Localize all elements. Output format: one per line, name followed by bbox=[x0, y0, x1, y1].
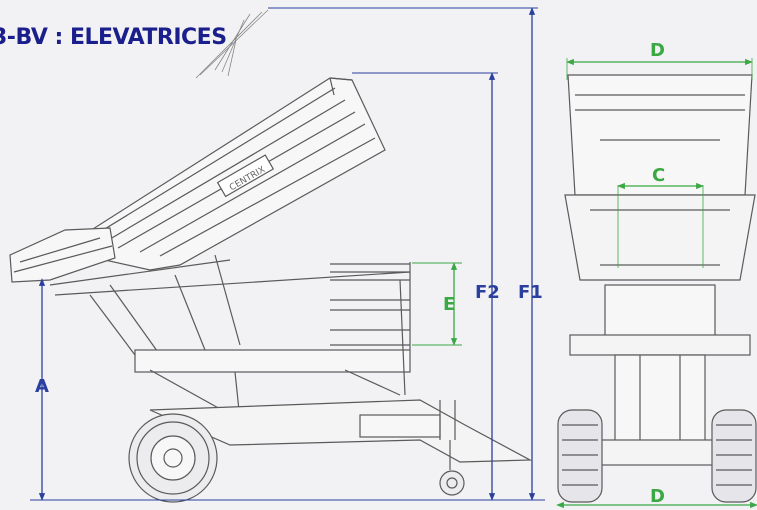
raised-hopper-ghost bbox=[195, 9, 269, 79]
label-a: A bbox=[35, 376, 49, 397]
front-wheel-right bbox=[711, 409, 757, 503]
front-view bbox=[557, 74, 757, 503]
side-wheel bbox=[128, 413, 218, 503]
front-wheel-left bbox=[557, 409, 603, 503]
dimension-d-bottom: D bbox=[556, 486, 757, 509]
label-c: C bbox=[652, 165, 665, 186]
chassis bbox=[149, 399, 533, 470]
dimension-f1: F1 bbox=[268, 7, 543, 501]
label-d-bottom: D bbox=[650, 486, 665, 507]
dimension-c: C bbox=[617, 165, 704, 268]
front-chute bbox=[9, 227, 116, 283]
rear-platform bbox=[330, 262, 411, 350]
dimension-f2: F2 bbox=[352, 72, 500, 501]
label-f2: F2 bbox=[475, 282, 500, 303]
label-e: E bbox=[443, 294, 455, 315]
front-hopper bbox=[564, 74, 756, 281]
label-f1: F1 bbox=[518, 282, 543, 303]
dimension-a: A bbox=[35, 278, 49, 501]
dimension-e: E bbox=[412, 262, 462, 346]
front-frame bbox=[569, 284, 751, 466]
label-d-top: D bbox=[650, 40, 665, 61]
dimension-d-top: D bbox=[566, 40, 753, 80]
page-title: 3-BV : ELEVATRICES bbox=[0, 25, 227, 50]
lift-frame bbox=[49, 254, 411, 421]
side-view: CENTRIX bbox=[9, 9, 533, 503]
hopper-body: CENTRIX bbox=[58, 77, 386, 271]
jockey-wheel bbox=[439, 470, 465, 496]
